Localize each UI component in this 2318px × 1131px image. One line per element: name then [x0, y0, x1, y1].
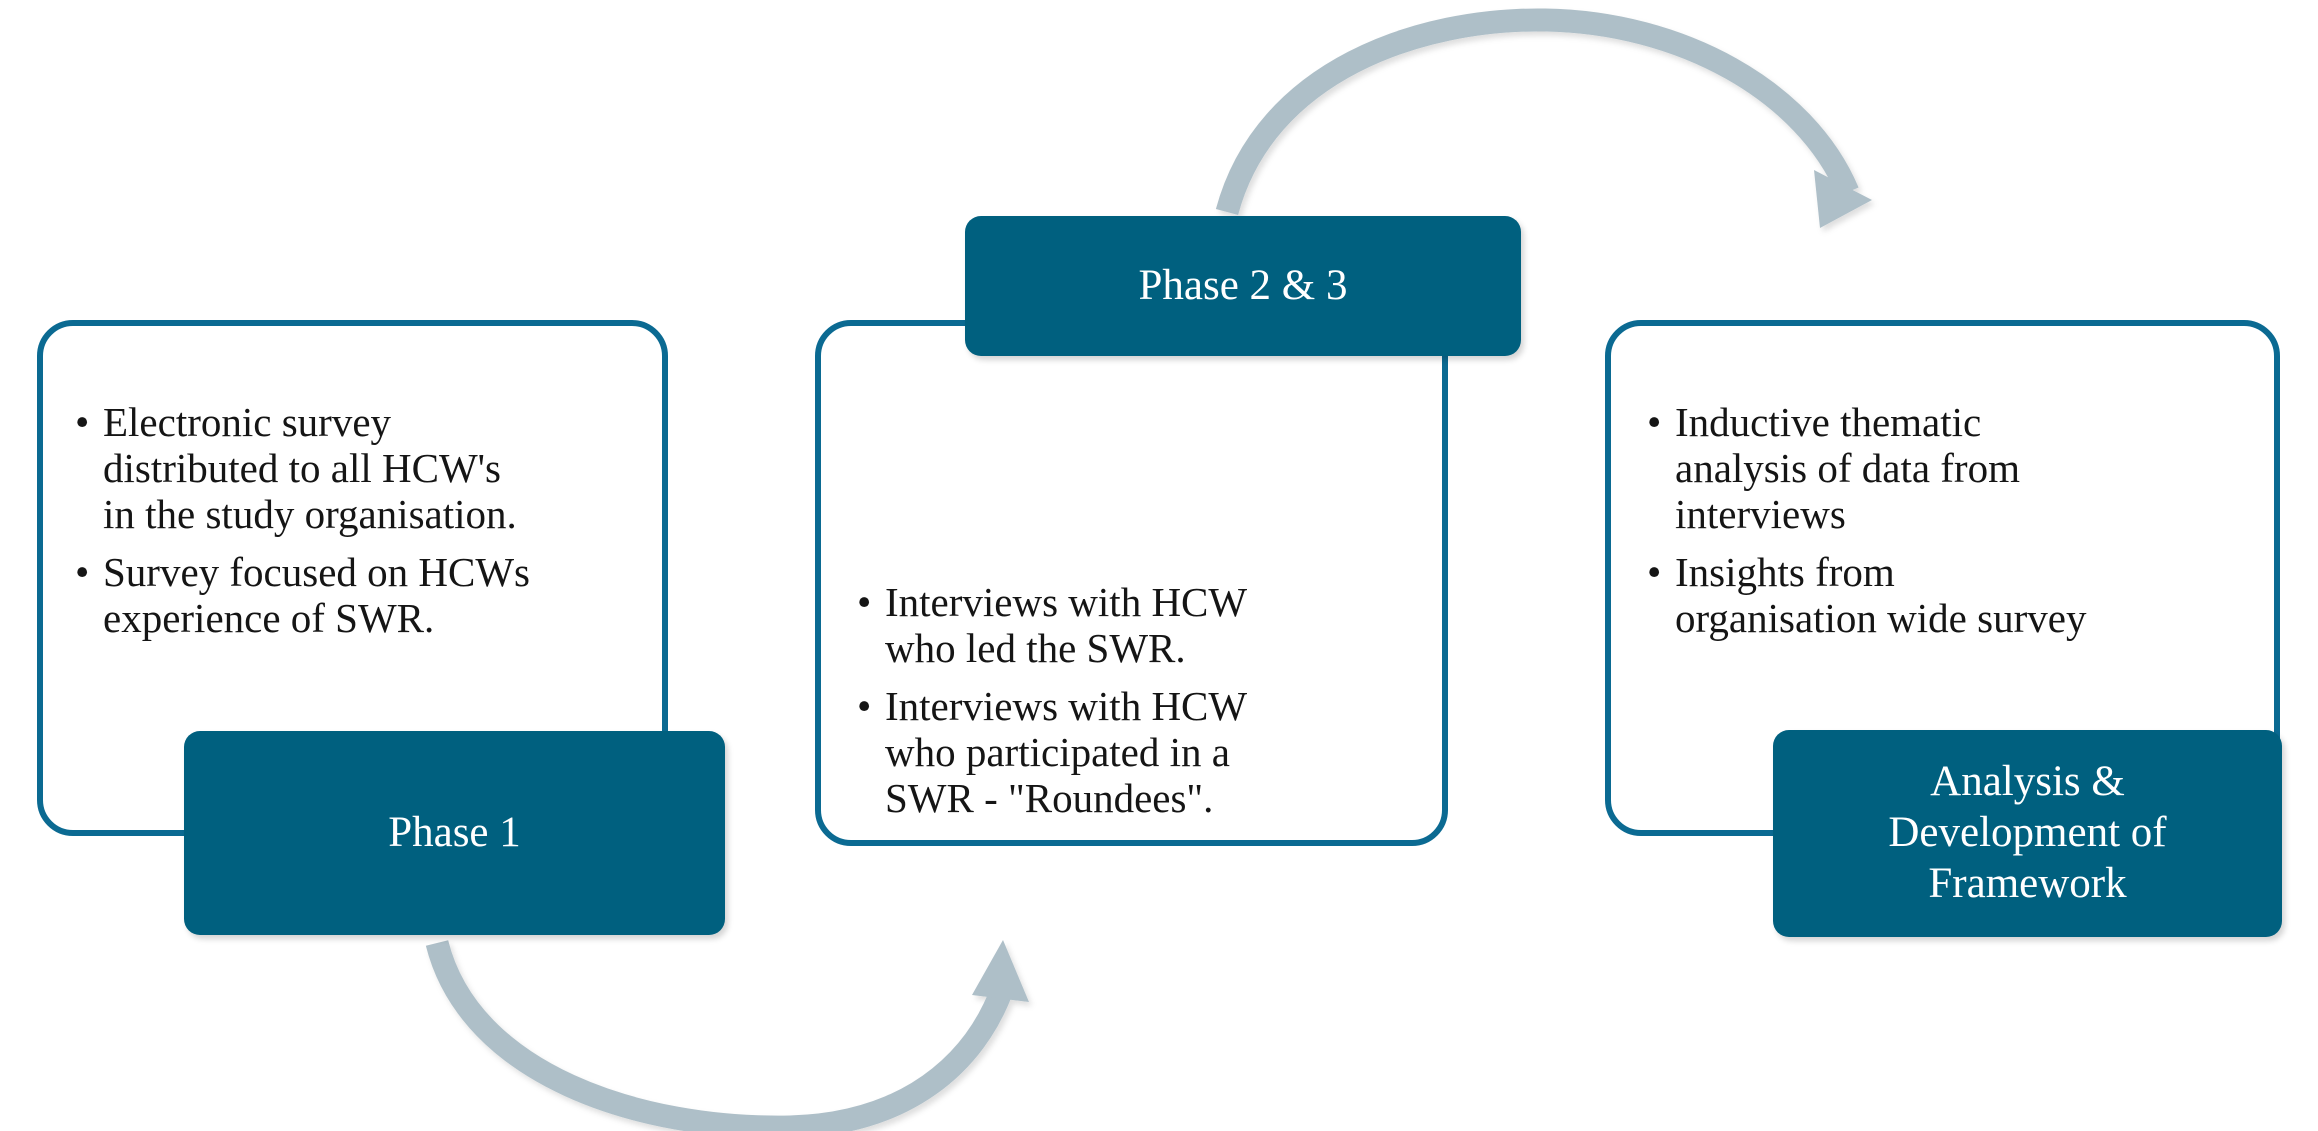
list-item-text: Interviews with HCW who led the SWR. — [885, 579, 1248, 671]
bullet-icon: • — [1647, 548, 1662, 595]
phase-label-text: Analysis & Development of Framework — [1888, 758, 2167, 907]
list-item: • Electronic survey distributed to all HC… — [73, 399, 673, 538]
list-item-text: Insights from organisation wide survey — [1675, 548, 2087, 641]
list-item: • Survey focused on HCWs experience of SW… — [73, 548, 673, 642]
bullet-list-phase-2-3: • Interviews with HCW who led the SWR. • I… — [855, 579, 1435, 834]
phase-label-phase-1: Phase 1 — [184, 731, 725, 935]
bullet-icon: • — [75, 399, 90, 445]
phase-label-analysis: Analysis & Development of Framework — [1773, 730, 2282, 937]
list-item: • Interviews with HCW who led the SWR. — [855, 579, 1435, 672]
phase-label-text: Phase 1 — [388, 808, 521, 856]
bullet-icon: • — [75, 548, 90, 595]
phase-label-phase-2-3: Phase 2 & 3 — [965, 216, 1521, 356]
list-item-text: Electronic survey distributed to all HCW… — [103, 399, 517, 537]
list-item: • Interviews with HCW who participated in… — [855, 682, 1435, 822]
bullet-icon: • — [1647, 399, 1662, 445]
bullet-list-phase-1: • Electronic survey distributed to all HC… — [73, 399, 673, 654]
list-item: • Inductive thematic analysis of data fro… — [1645, 399, 2285, 538]
bottom-arrow-icon — [425, 940, 1029, 1131]
list-item-text: Survey focused on HCWs experience of SWR… — [103, 548, 531, 641]
bullet-list-analysis: • Inductive thematic analysis of data fro… — [1645, 399, 2285, 654]
list-item: • Insights from organisation wide survey — [1645, 548, 2285, 642]
top-arrow-icon — [1215, 8, 1872, 228]
list-item-text: Inductive thematic analysis of data from… — [1675, 399, 2020, 537]
list-item-text: Interviews with HCW who participated in … — [885, 682, 1248, 821]
bullet-icon: • — [857, 682, 872, 729]
bullet-icon: • — [857, 579, 872, 625]
phase-label-text: Phase 2 & 3 — [1138, 261, 1348, 309]
